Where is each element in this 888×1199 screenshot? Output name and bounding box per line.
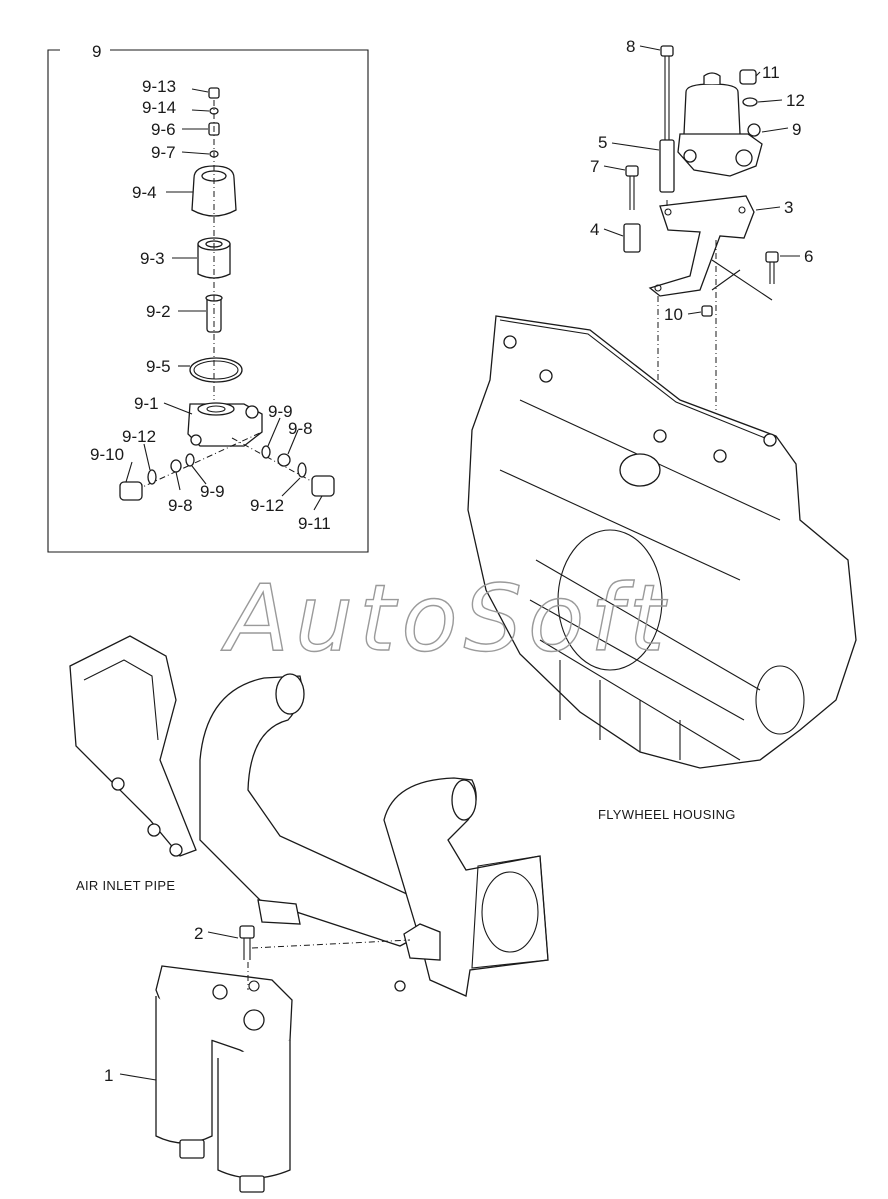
callout-10: 10 — [664, 305, 683, 324]
callout-11: 11 — [762, 63, 780, 82]
callout-3: 3 — [784, 198, 793, 217]
subassembly-label: 9 — [92, 42, 101, 61]
callout-9-5: 9-5 — [146, 357, 171, 376]
callout-9-1: 9-1 — [134, 394, 159, 413]
filter-assembly-upper — [623, 45, 779, 430]
leader-lines-lower — [119, 931, 239, 1081]
callout-9-3: 9-3 — [140, 249, 165, 268]
callout-labels: 9-13 9-14 9-6 9-7 9-4 9-3 9-2 9-5 9-1 9-… — [90, 37, 813, 1085]
callout-8: 8 — [626, 37, 635, 56]
callout-9-12-left: 9-12 — [122, 427, 156, 446]
callout-9: 9 — [792, 120, 801, 139]
callout-9-6: 9-6 — [151, 120, 176, 139]
callout-9-14: 9-14 — [142, 98, 176, 117]
leader-lines-subassembly — [125, 88, 323, 511]
filter-exploded-parts — [119, 87, 335, 501]
flywheel-housing — [467, 315, 857, 769]
callout-9-8-right: 9-8 — [288, 419, 313, 438]
callout-9-9-left: 9-9 — [200, 482, 225, 501]
callout-1: 1 — [104, 1066, 113, 1085]
callout-9-7: 9-7 — [151, 143, 176, 162]
callout-9-2: 9-2 — [146, 302, 171, 321]
callout-9-13: 9-13 — [142, 77, 176, 96]
callout-2: 2 — [194, 924, 203, 943]
callout-9-10: 9-10 — [90, 445, 124, 464]
leader-lines-upper — [603, 45, 800, 315]
caption-air-inlet-pipe: AIR INLET PIPE — [76, 878, 175, 893]
callout-9-11: 9-11 — [298, 514, 331, 533]
callout-6: 6 — [804, 247, 813, 266]
callout-9-8-left: 9-8 — [168, 496, 193, 515]
callout-9-12-right: 9-12 — [250, 496, 284, 515]
callout-7: 7 — [590, 157, 599, 176]
callout-9-4: 9-4 — [132, 183, 157, 202]
watermark: AutoSoft — [221, 565, 671, 672]
callout-12: 12 — [786, 91, 805, 110]
dual-fuel-filter — [155, 925, 293, 1193]
callout-4: 4 — [590, 220, 599, 239]
callout-9-9-right: 9-9 — [268, 402, 293, 421]
subassembly-frame: 9 — [47, 42, 369, 553]
air-inlet-pipe — [69, 635, 549, 997]
caption-flywheel-housing: FLYWHEEL HOUSING — [598, 807, 736, 822]
callout-5: 5 — [598, 133, 607, 152]
